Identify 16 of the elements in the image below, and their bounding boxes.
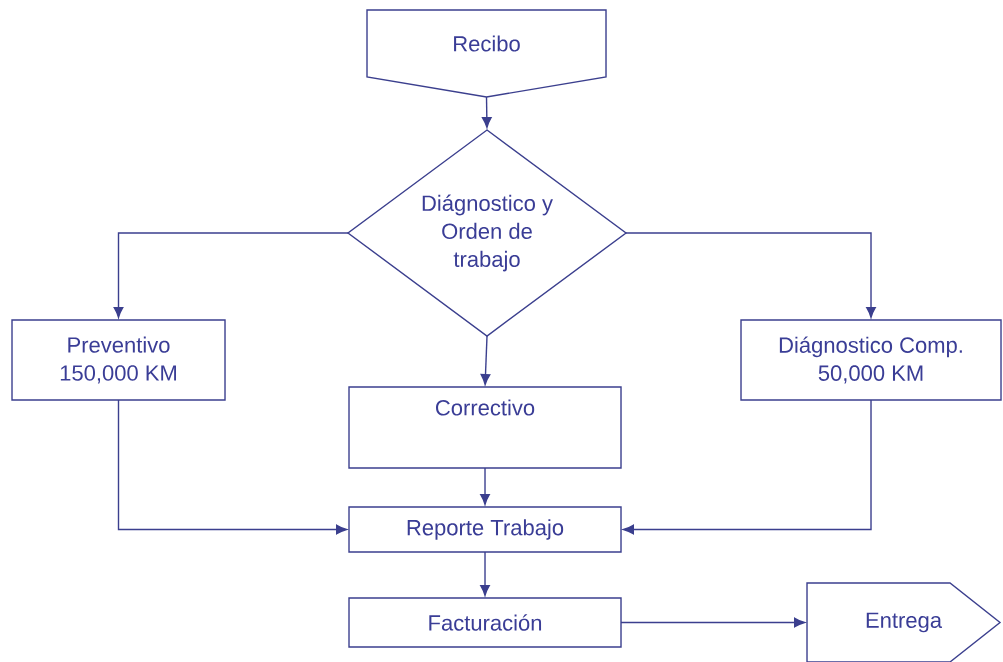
process-box: Facturación — [348, 597, 622, 648]
process-box: Correctivo — [348, 386, 622, 469]
arrow — [620, 617, 806, 628]
process-box: Reporte Trabajo — [348, 506, 622, 553]
process-box: Diágnostico Comp. 50,000 KM — [740, 319, 1002, 401]
arrow — [480, 551, 490, 597]
process-box: Preventivo 150,000 KM — [11, 319, 226, 401]
arrow — [480, 467, 490, 506]
arrow — [113, 232, 349, 319]
arrow — [625, 232, 876, 319]
arrow — [481, 96, 492, 129]
arrow — [117, 399, 348, 535]
arrow — [480, 335, 491, 386]
offpage-connector: Entrega — [806, 582, 1002, 662]
offpage-connector: Recibo — [366, 9, 607, 98]
arrow — [622, 399, 872, 535]
